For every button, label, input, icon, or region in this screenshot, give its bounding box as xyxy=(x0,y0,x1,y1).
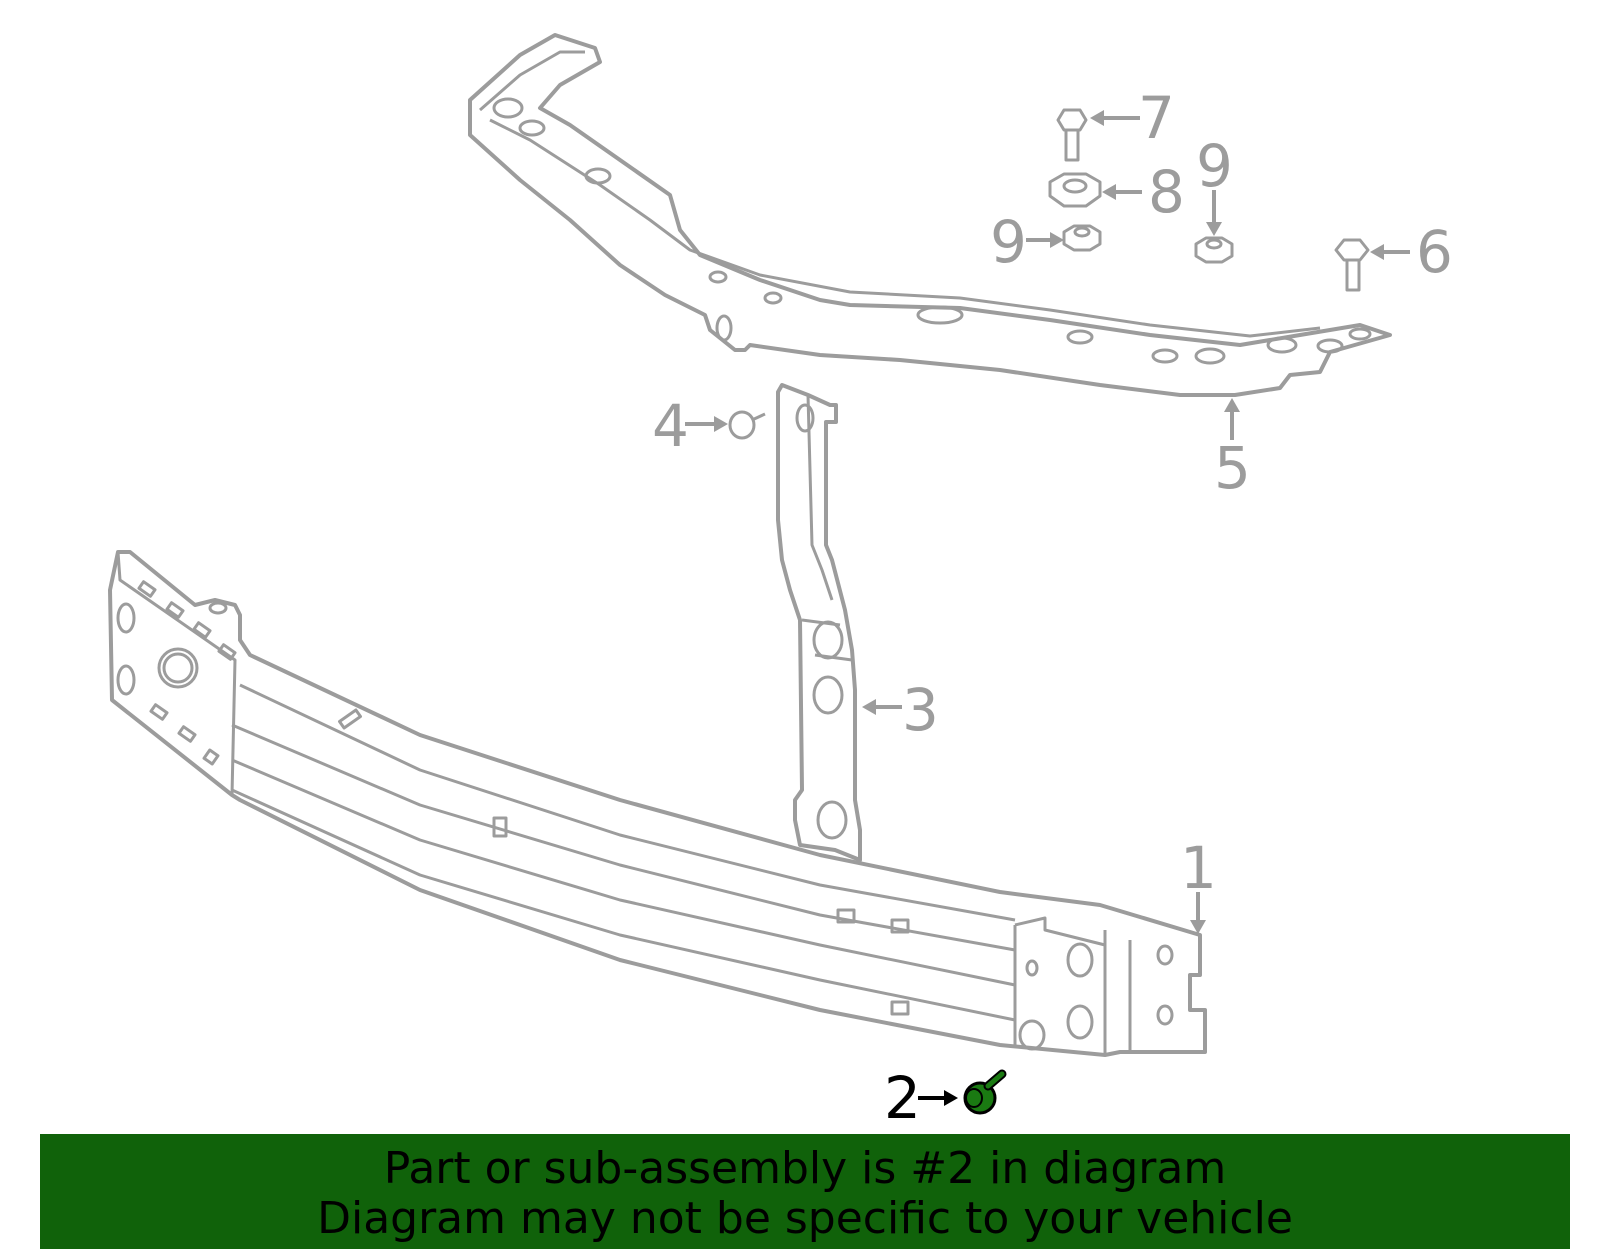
callout-8: 8 xyxy=(1148,158,1185,226)
nut-9-left xyxy=(1062,224,1102,252)
upper-tie-bar xyxy=(468,33,1392,397)
nut-9-right xyxy=(1194,236,1234,264)
callout-2[interactable]: 2 xyxy=(884,1064,921,1132)
bolt-7 xyxy=(1056,108,1088,162)
callout-3: 3 xyxy=(902,676,939,744)
callout-1: 1 xyxy=(1180,834,1217,902)
callout-7: 7 xyxy=(1138,84,1175,152)
callout-9-left: 9 xyxy=(990,208,1027,276)
clip-4 xyxy=(728,410,766,440)
info-banner: Part or sub-assembly is #2 in diagram Di… xyxy=(40,1134,1570,1249)
banner-line-2: Diagram may not be specific to your vehi… xyxy=(317,1193,1293,1244)
callout-4: 4 xyxy=(652,392,689,460)
callout-6: 6 xyxy=(1416,218,1453,286)
bumper-reinforcement xyxy=(108,550,1207,1057)
callout-9-right: 9 xyxy=(1196,132,1233,200)
callout-5: 5 xyxy=(1214,434,1251,502)
nut-8 xyxy=(1048,172,1102,208)
highlighted-part-2[interactable] xyxy=(963,1069,1007,1115)
banner-line-1: Part or sub-assembly is #2 in diagram xyxy=(383,1143,1227,1194)
callout-arrows xyxy=(685,110,1410,1106)
vertical-support-bracket xyxy=(776,383,862,862)
bolt-6 xyxy=(1334,238,1370,292)
